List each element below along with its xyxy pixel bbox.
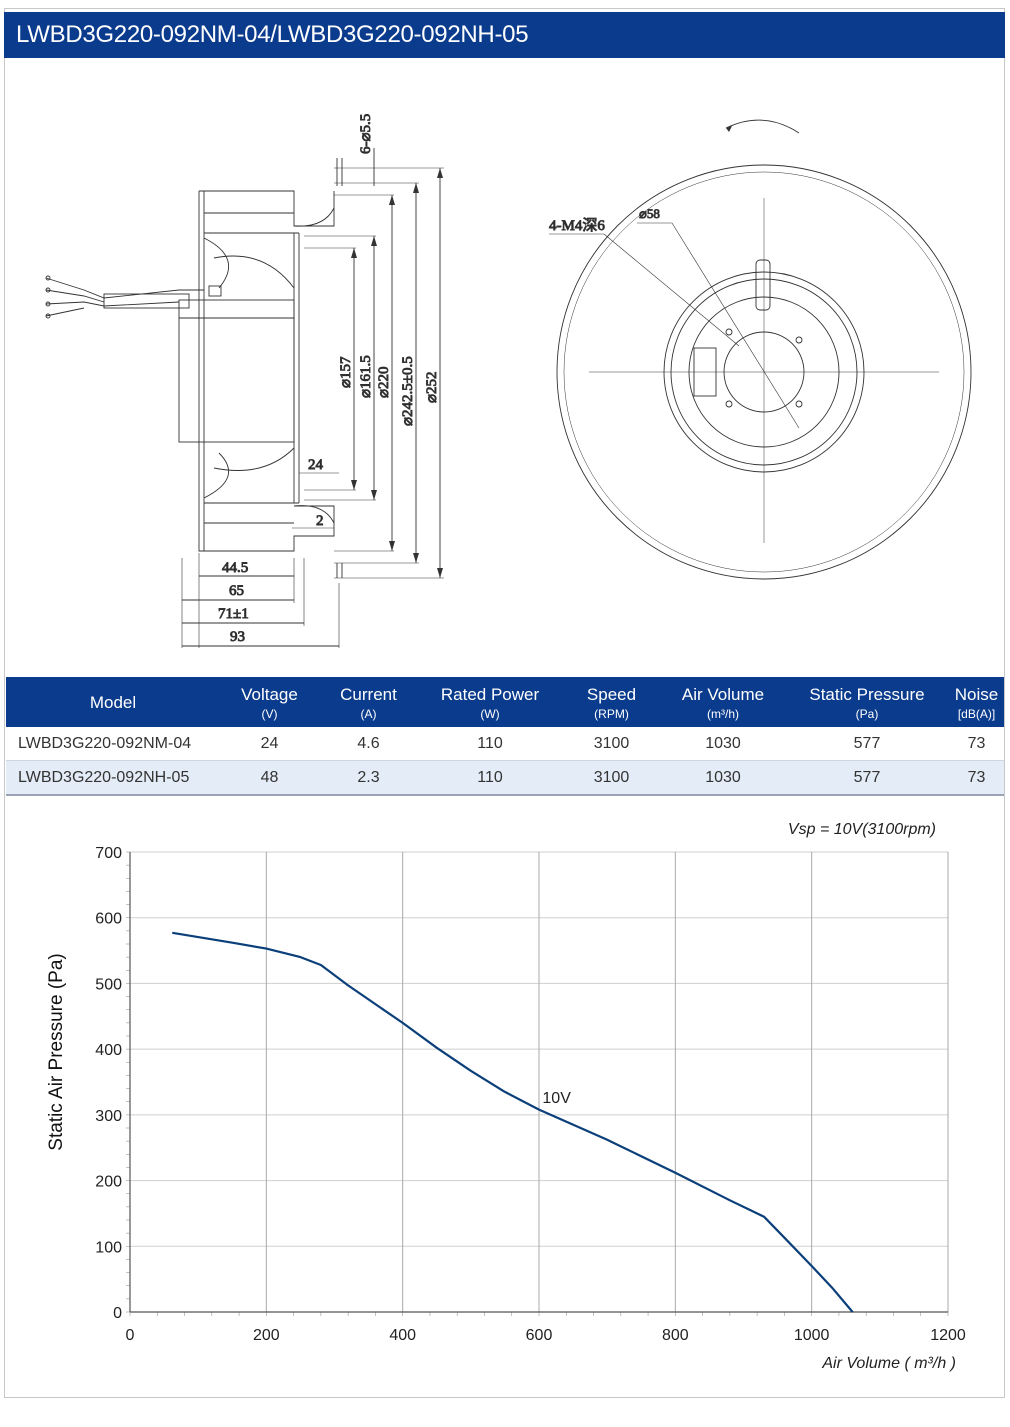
y-tick-label: 400 xyxy=(95,1042,122,1059)
page-frame xyxy=(4,8,1005,1398)
table-row: LWBD3G220-092NM-04 24 4.6 110 3100 1030 … xyxy=(6,727,1004,761)
dim-w71: 71±1 xyxy=(218,606,249,622)
dim-w65: 65 xyxy=(229,583,244,599)
dim-w44: 44.5 xyxy=(222,560,248,576)
table-header-row: Model Voltage(V) Current(A) Rated Power(… xyxy=(6,677,1004,727)
x-tick-label: 200 xyxy=(253,1327,280,1344)
drawing-svg: 6-⌀5.5 ⌀157 ⌀161.5 ⌀220 ⌀242.5±0.5 ⌀252 … xyxy=(45,113,972,648)
x-axis-label: Air Volume ( m³/h ) xyxy=(821,1355,956,1372)
chart-annotation: Vsp = 10V(3100rpm) xyxy=(788,821,936,838)
page-title: LWBD3G220-092NM-04/LWBD3G220-092NH-05 xyxy=(16,21,529,48)
y-tick-label: 0 xyxy=(113,1305,122,1322)
col-rated-power: Rated Power(W) xyxy=(418,677,562,727)
performance-chart: 0 100 200 300 400 500 600 700 0 200 400 600 800 1000 1… xyxy=(4,800,1005,1390)
y-tick-label: 100 xyxy=(95,1239,122,1256)
y-tick-label: 200 xyxy=(95,1174,122,1191)
col-speed: Speed(RPM) xyxy=(562,677,661,727)
col-current: Current(A) xyxy=(319,677,418,727)
side-view xyxy=(45,148,444,648)
y-axis-label: Static Air Pressure (Pa) xyxy=(46,953,67,1150)
dim-holes: 6-⌀5.5 xyxy=(358,114,374,154)
y-tick-label: 600 xyxy=(95,911,122,928)
y-tick-label: 300 xyxy=(95,1108,122,1125)
dim-w93: 93 xyxy=(230,629,245,645)
spec-table: Model Voltage(V) Current(A) Rated Power(… xyxy=(6,677,1004,796)
col-noise: Noise[dB(A)] xyxy=(949,677,1004,727)
x-tick-label: 600 xyxy=(526,1327,553,1344)
col-voltage: Voltage(V) xyxy=(220,677,319,727)
front-view xyxy=(549,119,972,580)
series-line xyxy=(172,931,854,1313)
x-tick-label: 1200 xyxy=(930,1327,966,1344)
x-tick-label: 800 xyxy=(662,1327,689,1344)
col-model: Model xyxy=(6,677,220,727)
col-air-volume: Air Volume(m³/h) xyxy=(661,677,785,727)
col-static-pressure: Static Pressure(Pa) xyxy=(785,677,949,727)
series-label: 10V xyxy=(542,1090,571,1107)
dim-d220: ⌀220 xyxy=(376,366,392,398)
dim-w24: 24 xyxy=(308,457,324,473)
x-tick-label: 1000 xyxy=(794,1327,830,1344)
y-tick-label: 500 xyxy=(95,976,122,993)
x-tick-label: 0 xyxy=(126,1327,135,1344)
dim-d242: ⌀242.5±0.5 xyxy=(400,356,416,426)
dim-d157: ⌀157 xyxy=(338,356,354,388)
dim-d161: ⌀161.5 xyxy=(358,355,374,398)
dim-d252: ⌀252 xyxy=(424,371,440,403)
table-row: LWBD3G220-092NH-05 48 2.3 110 3100 1030 … xyxy=(6,760,1004,796)
dim-w2: 2 xyxy=(316,513,324,529)
chart-svg: 0 100 200 300 400 500 600 700 0 200 400 600 800 1000 1… xyxy=(46,821,966,1372)
y-tick-label: 700 xyxy=(95,845,122,862)
x-tick-label: 400 xyxy=(389,1327,416,1344)
technical-drawing: 6-⌀5.5 ⌀157 ⌀161.5 ⌀220 ⌀242.5±0.5 ⌀252 … xyxy=(4,58,1005,678)
dim-threads: 4-M4深6 xyxy=(549,217,605,234)
title-bar: LWBD3G220-092NM-04/LWBD3G220-092NH-05 xyxy=(4,12,1005,58)
dim-d58: ⌀58 xyxy=(639,206,660,221)
